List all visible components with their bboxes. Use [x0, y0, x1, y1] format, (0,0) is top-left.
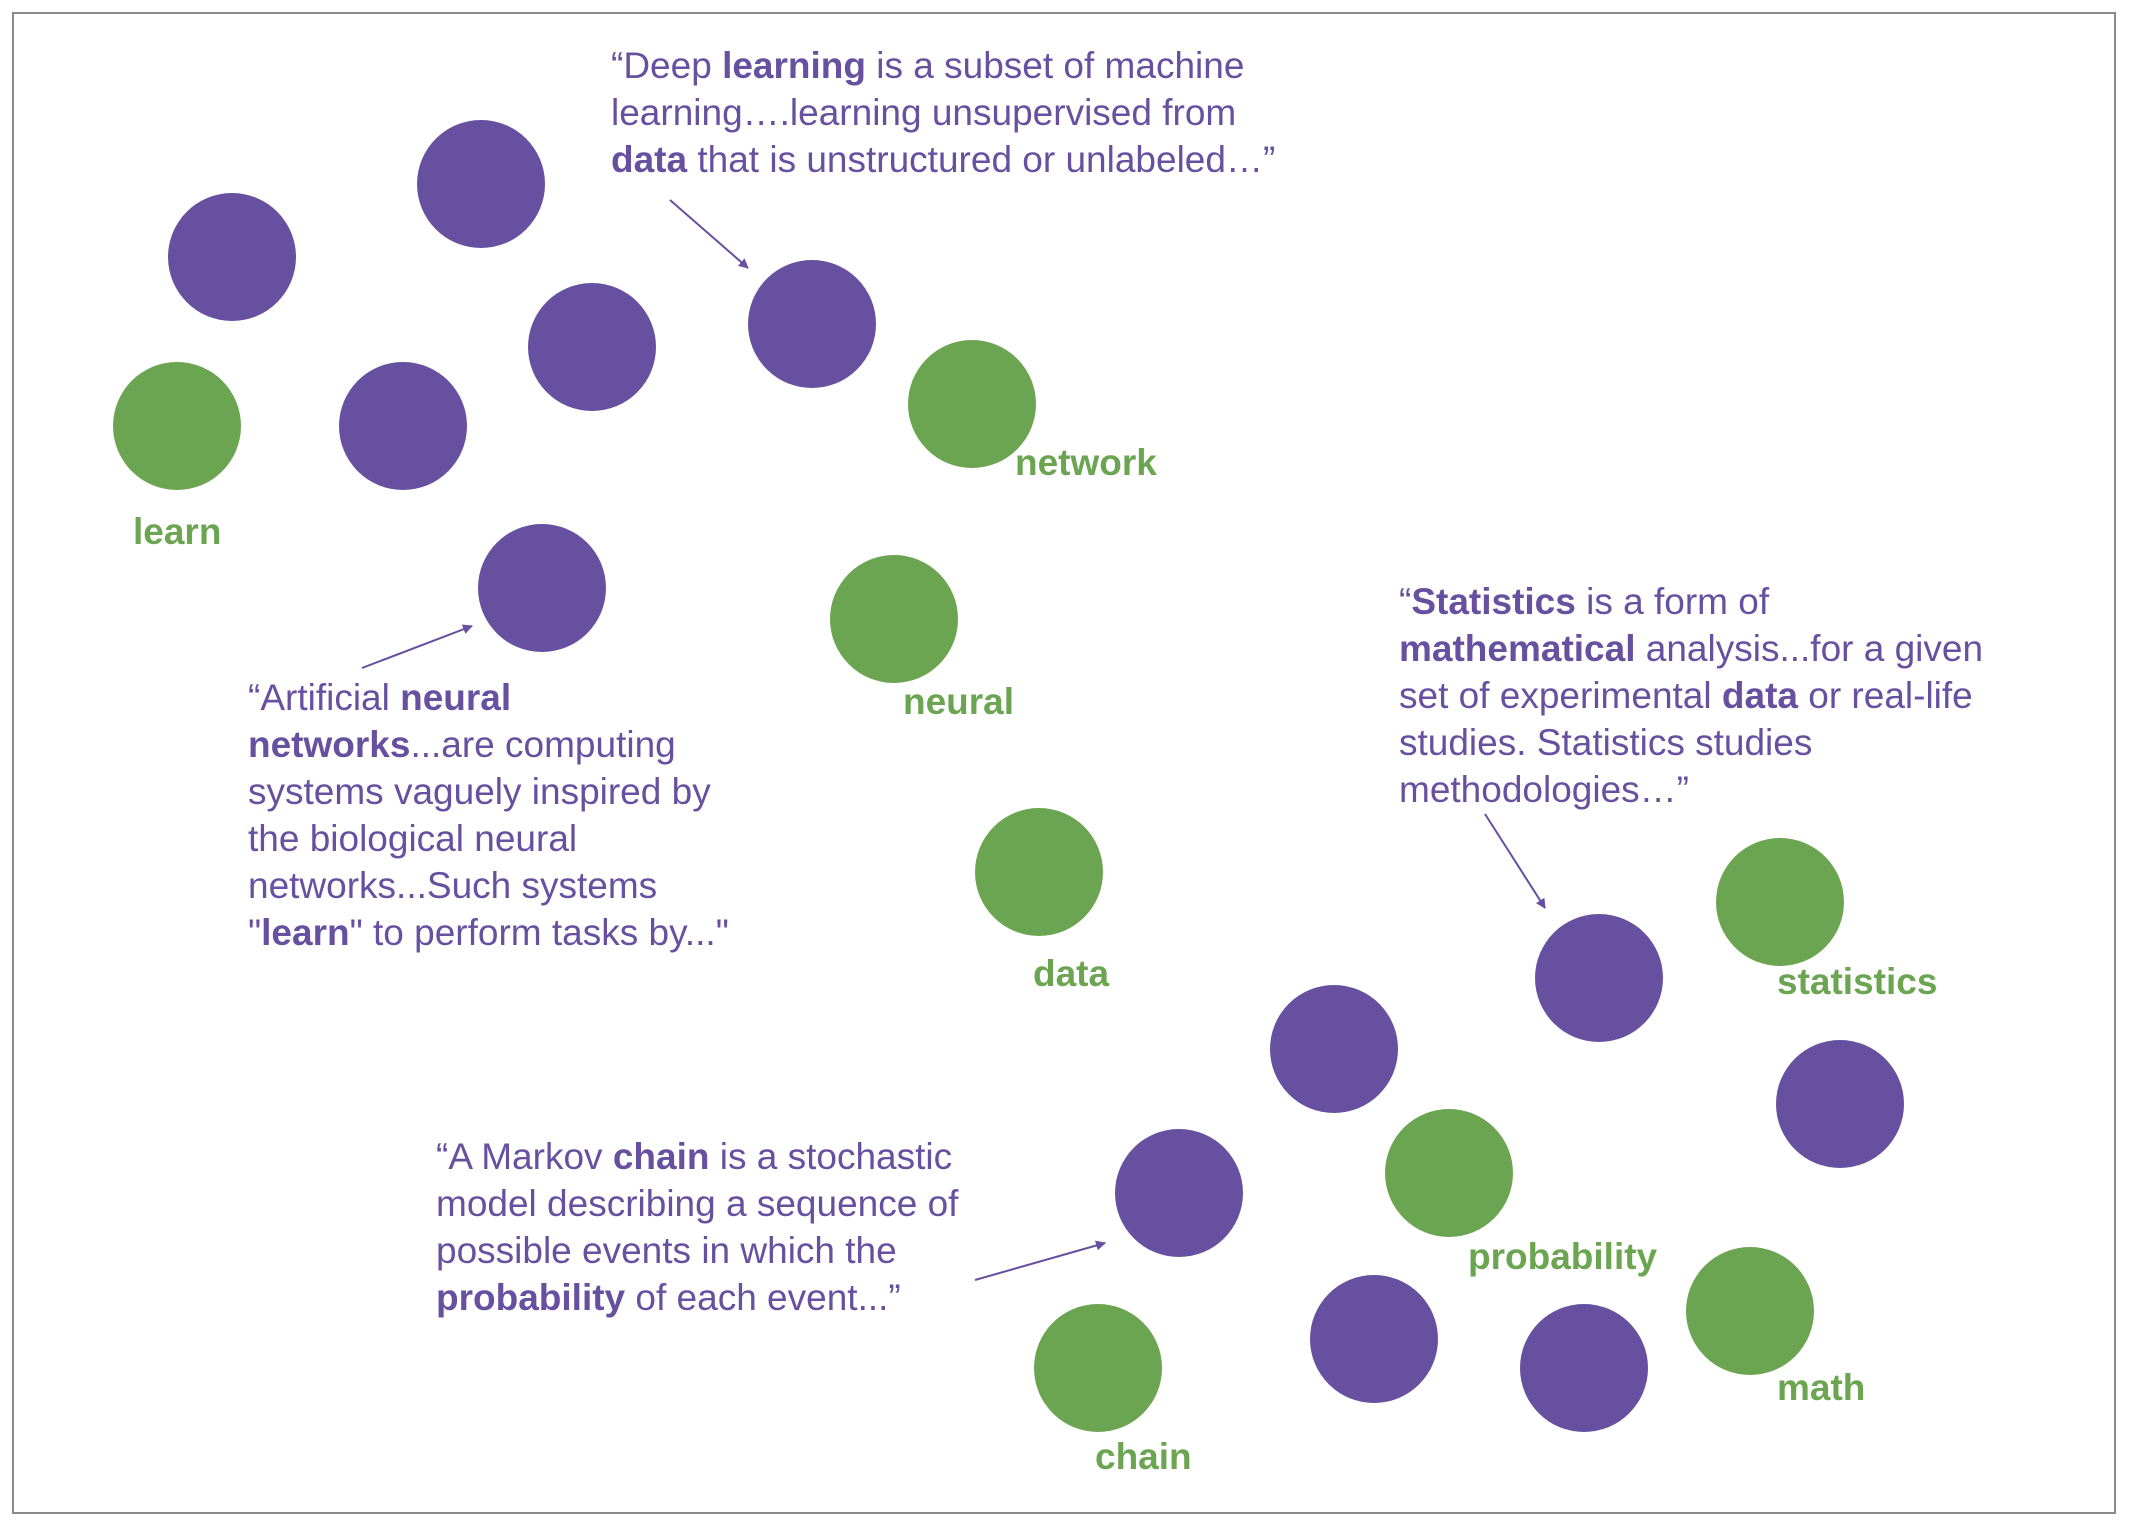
- document-node: [528, 283, 656, 411]
- document-node: [1270, 985, 1398, 1113]
- quote-line: probability of each event...”: [436, 1277, 901, 1318]
- quote-markov-chain: “A Markov chain is a stochastic model de…: [436, 1133, 958, 1321]
- quote-line: learning….learning unsupervised from: [611, 92, 1237, 133]
- quote-line: possible events in which the: [436, 1230, 897, 1271]
- diagram-frame: [12, 12, 2116, 1514]
- term-label-network: network: [1015, 442, 1157, 483]
- quote-line: “Artificial neural: [248, 677, 512, 718]
- term-label-statistics: statistics: [1777, 961, 1938, 1002]
- term-label-data: data: [1033, 953, 1110, 994]
- quote-line: networks...are computing: [248, 724, 676, 765]
- term-node-chain: [1034, 1304, 1162, 1432]
- quote-line: “Statistics is a form of: [1399, 581, 1770, 622]
- term-label-probability: probability: [1468, 1236, 1658, 1277]
- document-node: [1535, 914, 1663, 1042]
- document-node: [478, 524, 606, 652]
- term-label-neural: neural: [903, 681, 1015, 722]
- quote-line: set of experimental data or real-life: [1399, 675, 1973, 716]
- term-label-math: math: [1777, 1367, 1866, 1408]
- quote-line: the biological neural: [248, 818, 578, 859]
- document-node: [748, 260, 876, 388]
- term-node-statistics: [1716, 838, 1844, 966]
- quote-line: methodologies…”: [1399, 769, 1689, 810]
- quote-line: data that is unstructured or unlabeled…”: [611, 139, 1276, 180]
- quote-deep-learning: “Deep learning is a subset of machine le…: [611, 42, 1275, 183]
- document-node: [1115, 1129, 1243, 1257]
- document-node: [1310, 1275, 1438, 1403]
- quote-line: mathematical analysis...for a given: [1399, 628, 1984, 669]
- term-node-data: [975, 808, 1103, 936]
- document-node: [168, 193, 296, 321]
- term-node-learn: [113, 362, 241, 490]
- quote-neural-networks: “Artificial neural networks...are comput…: [248, 674, 729, 956]
- quote-line: “Deep learning is a subset of machine: [611, 45, 1245, 86]
- quote-statistics: “Statistics is a form of mathematical an…: [1399, 578, 1983, 813]
- term-node-math: [1686, 1247, 1814, 1375]
- quote-line: model describing a sequence of: [436, 1183, 959, 1224]
- quote-line: networks...Such systems: [248, 865, 658, 906]
- quote-line: "learn" to perform tasks by...": [248, 912, 729, 953]
- term-label-learn: learn: [133, 511, 222, 552]
- document-node: [1520, 1304, 1648, 1432]
- document-node: [339, 362, 467, 490]
- quote-line: studies. Statistics studies: [1399, 722, 1813, 763]
- document-node: [417, 120, 545, 248]
- quote-line: systems vaguely inspired by: [248, 771, 711, 812]
- term-label-chain: chain: [1095, 1436, 1192, 1477]
- term-node-probability: [1385, 1109, 1513, 1237]
- term-node-network: [908, 340, 1036, 468]
- quote-line: “A Markov chain is a stochastic: [436, 1136, 953, 1177]
- document-node: [1776, 1040, 1904, 1168]
- term-node-neural: [830, 555, 958, 683]
